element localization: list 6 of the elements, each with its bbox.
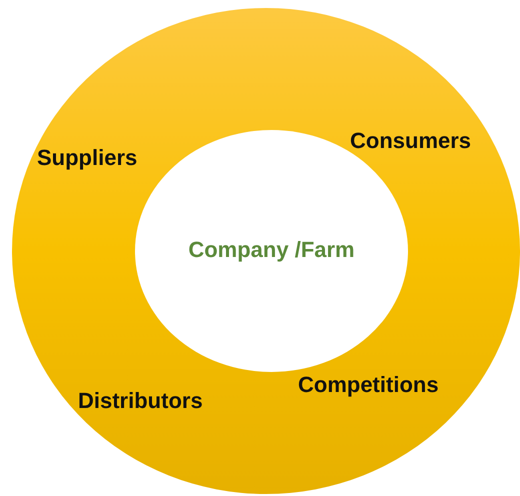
ring-label: Distributors xyxy=(78,388,203,414)
center-label: Company /Farm xyxy=(187,237,356,263)
donut-ring xyxy=(12,8,520,494)
ring-label: Consumers xyxy=(350,128,472,154)
ring-label: Suppliers xyxy=(37,145,138,171)
ring-label: Competitions xyxy=(298,372,439,398)
